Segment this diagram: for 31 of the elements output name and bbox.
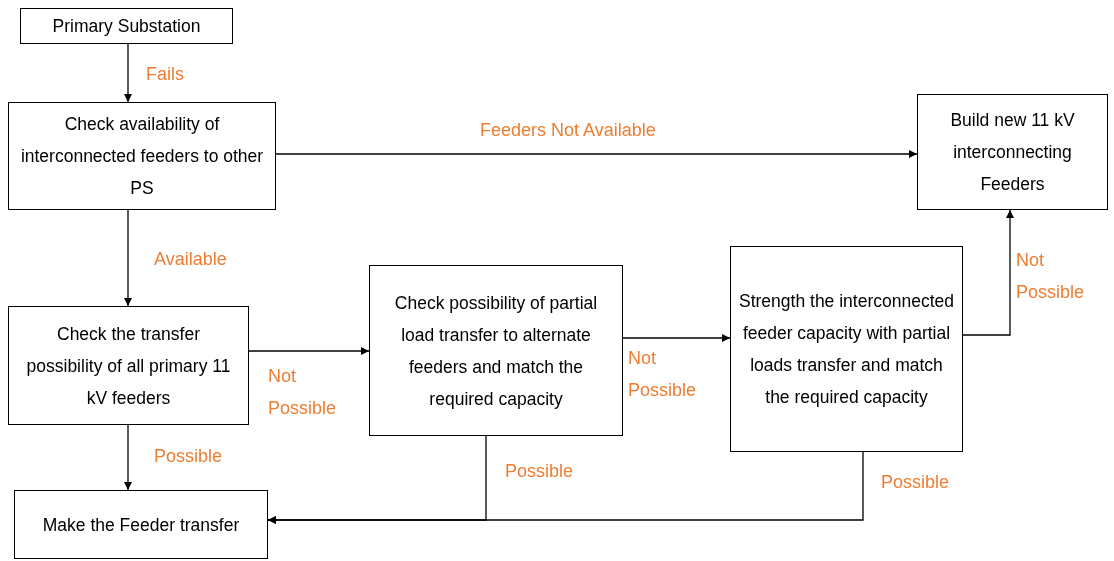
- connector-arrow: [622, 334, 731, 342]
- box-text: Check the transfer possibility of all primary 11 kV feeders: [25, 322, 232, 410]
- edge-label: Not Possible: [268, 365, 338, 420]
- edge-label: Feeders Not Available: [480, 119, 656, 142]
- process-box: [917, 94, 1108, 210]
- process-box: [8, 306, 249, 425]
- process-box: [8, 102, 276, 210]
- box-text: Check possibility of partial load transfer to alternate feeders and match the required capacity: [393, 291, 599, 411]
- edge-label: Possible: [154, 445, 223, 468]
- edge-label: Not Possible: [1016, 249, 1086, 304]
- connector-arrow: [962, 209, 1014, 336]
- process-box: [14, 490, 268, 559]
- edge-label: Fails: [146, 63, 184, 86]
- box-text: Check availability of interconnected feeders to other PS: [19, 113, 265, 200]
- process-box: [730, 246, 963, 452]
- box-text: Build new 11 kV interconnecting Feeders: [949, 109, 1076, 196]
- connector-arrow: [124, 43, 132, 103]
- box-text: Make the Feeder transfer: [42, 513, 240, 537]
- connector-arrow: [124, 209, 132, 307]
- connector-arrow: [124, 424, 132, 491]
- box-text: Strength the interconnected feeder capacity with partial loads transfer and match the required capacity: [739, 290, 954, 409]
- process-box: [369, 265, 623, 436]
- edge-label: Possible: [505, 460, 574, 483]
- connector-arrow: [275, 150, 918, 158]
- edge-label: Available: [154, 248, 227, 271]
- edge-label: Possible: [881, 471, 950, 494]
- box-text: Primary Substation: [52, 15, 201, 38]
- edge-label: Not Possible: [628, 347, 698, 402]
- connector-arrow: [267, 451, 864, 524]
- process-box: [20, 8, 233, 44]
- connector-arrow: [248, 347, 370, 355]
